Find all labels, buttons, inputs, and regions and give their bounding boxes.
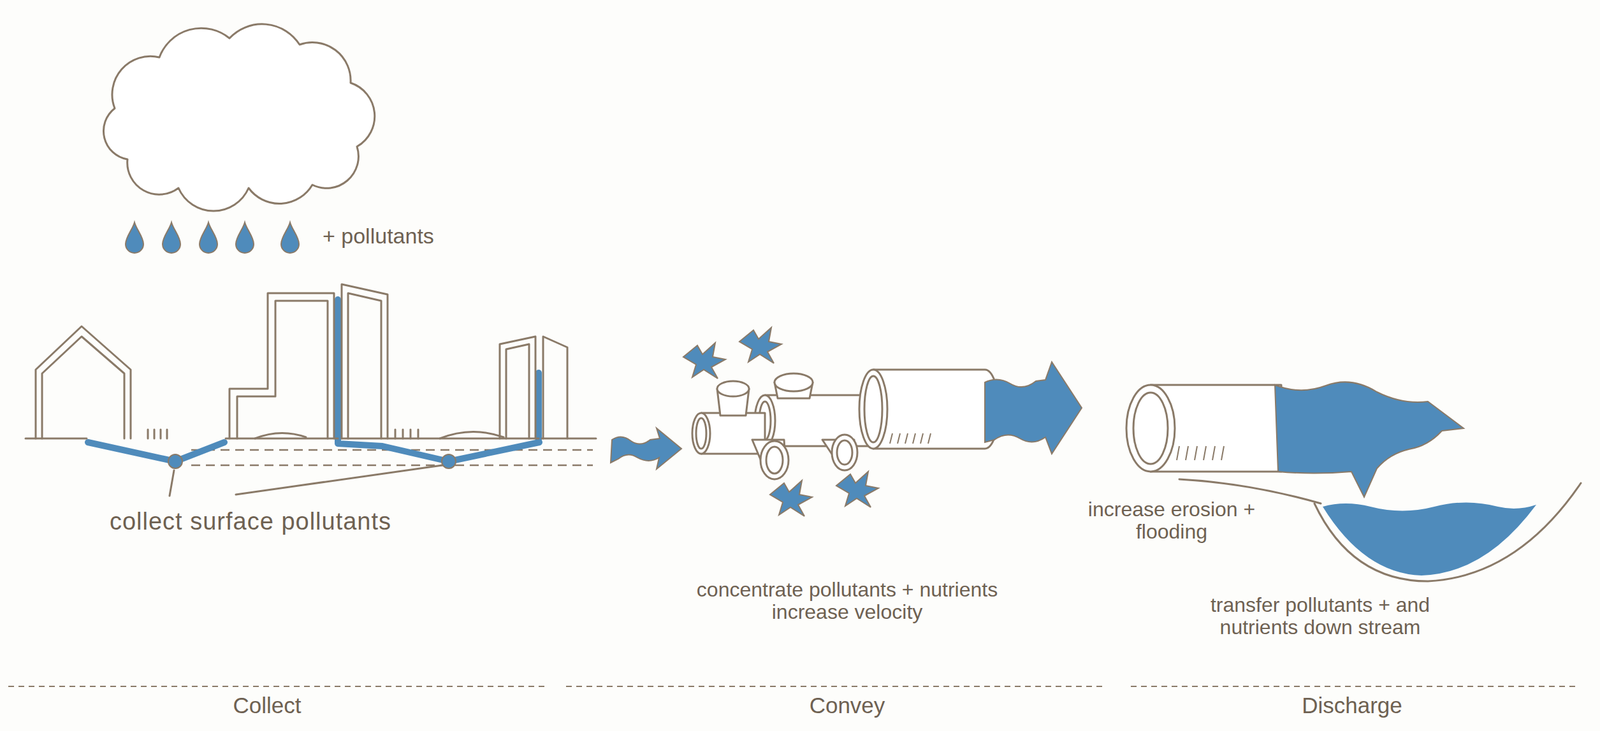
section-label: Convey <box>809 693 886 718</box>
section-label: Collect <box>233 693 302 718</box>
section-label: Discharge <box>1301 693 1403 718</box>
rain-note: + pollutants <box>322 224 435 248</box>
transfer-note: transfer pollutants + and nutrients down… <box>1192 594 1448 639</box>
convey-note: concentrate pollutants + nutrients incre… <box>675 578 1020 623</box>
collect-note: collect surface pollutants <box>109 508 392 535</box>
erosion-note: increase erosion + flooding <box>1076 498 1268 543</box>
